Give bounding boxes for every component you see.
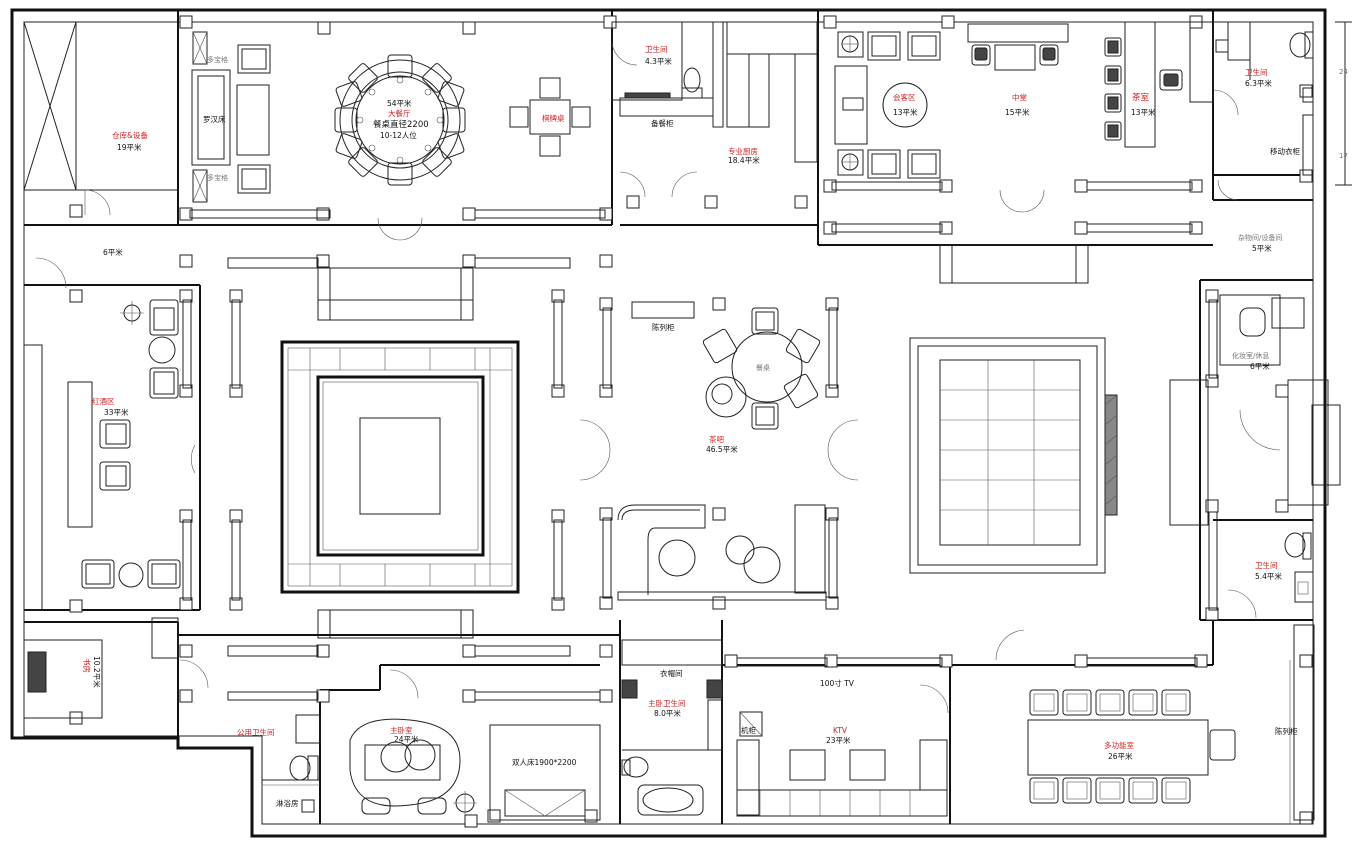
- dining-name: 大餐厅: [388, 108, 411, 118]
- storage-right-area: 5平米: [1252, 243, 1272, 253]
- wc-top-name: 卫生间: [645, 44, 668, 54]
- dim-label-2: 17: [1339, 152, 1348, 160]
- bar-furniture: [617, 301, 827, 601]
- bedroom-bed: 双人床1900*2200: [512, 757, 577, 767]
- multi-name: 多功能室: [1104, 740, 1134, 750]
- dining-seats: 10-12人位: [380, 130, 417, 140]
- bedroom-name: 主卧室: [390, 725, 413, 735]
- wc-right-name: 卫生间: [1245, 67, 1268, 77]
- bar-name: 茶吧: [709, 434, 724, 444]
- bar-table: 餐桌: [756, 363, 770, 372]
- wc-mid-right-area: 5.4平米: [1255, 571, 1282, 581]
- masterwc-furniture: [621, 639, 723, 816]
- study-name: 书房: [82, 658, 92, 673]
- bar-cabinet: 陈列柜: [652, 322, 675, 332]
- bedroom-area: 24平米: [394, 734, 419, 744]
- master-wc-name: 主卧卫生间: [648, 698, 686, 708]
- wine-area: 33平米: [104, 407, 129, 417]
- courtyard-left: [280, 340, 520, 594]
- interior-walls: [23, 10, 1313, 824]
- labels: 24 17 仓库&设备 19平米 6平米 多宝格 多宝格 罗汉床 54平米 大餐…: [82, 44, 1348, 808]
- tea-area: 13平米: [1131, 107, 1156, 117]
- dress-name: 化妆室/休息: [1232, 351, 1269, 360]
- dress-area: 6平米: [1250, 361, 1270, 371]
- bar-area: 46.5平米: [706, 444, 738, 454]
- ktv-cabinet: 机柜: [741, 725, 756, 735]
- chess-name: 棋牌桌: [542, 113, 565, 123]
- storage-right-name: 杂物间/设备间: [1238, 233, 1282, 242]
- dress-furniture: [1169, 294, 1341, 821]
- dim-label-1: 24: [1339, 68, 1348, 76]
- shower-name: 淋浴房: [276, 798, 299, 808]
- wardrobe-right-name: 移动衣柜: [1270, 146, 1300, 156]
- kitchen-area: 18.4平米: [728, 155, 760, 165]
- closet-name: 衣帽间: [660, 668, 683, 678]
- columns: [69, 15, 1313, 828]
- wine-name: 红酒区: [92, 396, 115, 406]
- ktv-name: KTV: [833, 726, 848, 735]
- wc-top-area: 4.3平米: [645, 56, 672, 66]
- publicwc-furniture: [262, 714, 321, 786]
- tea-name: 茶室: [1132, 92, 1150, 103]
- courtyard-right: [909, 337, 1118, 574]
- warehouse-area: 19平米: [117, 142, 142, 152]
- warehouse-name: 仓库&设备: [112, 130, 148, 140]
- master-wc-area: 8.0平米: [654, 708, 681, 718]
- wc-mid-right-name: 卫生间: [1255, 560, 1278, 570]
- meeting-name: 会客区: [893, 92, 916, 102]
- dining-shelf-1: 多宝格: [207, 55, 228, 64]
- ktv-furniture: [736, 711, 948, 817]
- kitchen-name: 专业厨房: [728, 146, 758, 156]
- kitchen-furniture: [611, 21, 818, 163]
- dining-sofa: 罗汉床: [203, 114, 226, 124]
- doors: [35, 39, 1291, 824]
- office-area: 15平米: [1005, 107, 1030, 117]
- wine-furniture: [23, 299, 181, 611]
- office-name: 中堂: [1012, 92, 1028, 102]
- pantry-name: 备餐柜: [651, 118, 674, 128]
- ktv-tv: 100寸 TV: [820, 678, 855, 688]
- dining-shelf-2: 多宝格: [207, 173, 228, 182]
- dining-table: 餐桌直径2200: [373, 119, 429, 130]
- study-area: 10.2平米: [92, 656, 102, 688]
- wc-right-area: 6.3平米: [1245, 78, 1272, 88]
- meeting-area: 13平米: [893, 107, 918, 117]
- corridor-area: 6平米: [103, 247, 123, 257]
- ktv-area: 23平米: [826, 735, 851, 745]
- office-furniture: [834, 21, 1314, 179]
- bedroom-furniture: [349, 718, 601, 821]
- study-furniture: [23, 617, 179, 719]
- dining-area: 54平米: [387, 98, 412, 108]
- dining-furniture: [191, 31, 591, 203]
- partitions: [182, 181, 1218, 701]
- outer-walls: [10, 8, 1352, 838]
- display-right-name: 陈列柜: [1275, 726, 1298, 736]
- multi-area: 26平米: [1108, 751, 1133, 761]
- public-wc-name: 公用卫生间: [237, 727, 275, 737]
- multi-furniture: [1027, 689, 1236, 804]
